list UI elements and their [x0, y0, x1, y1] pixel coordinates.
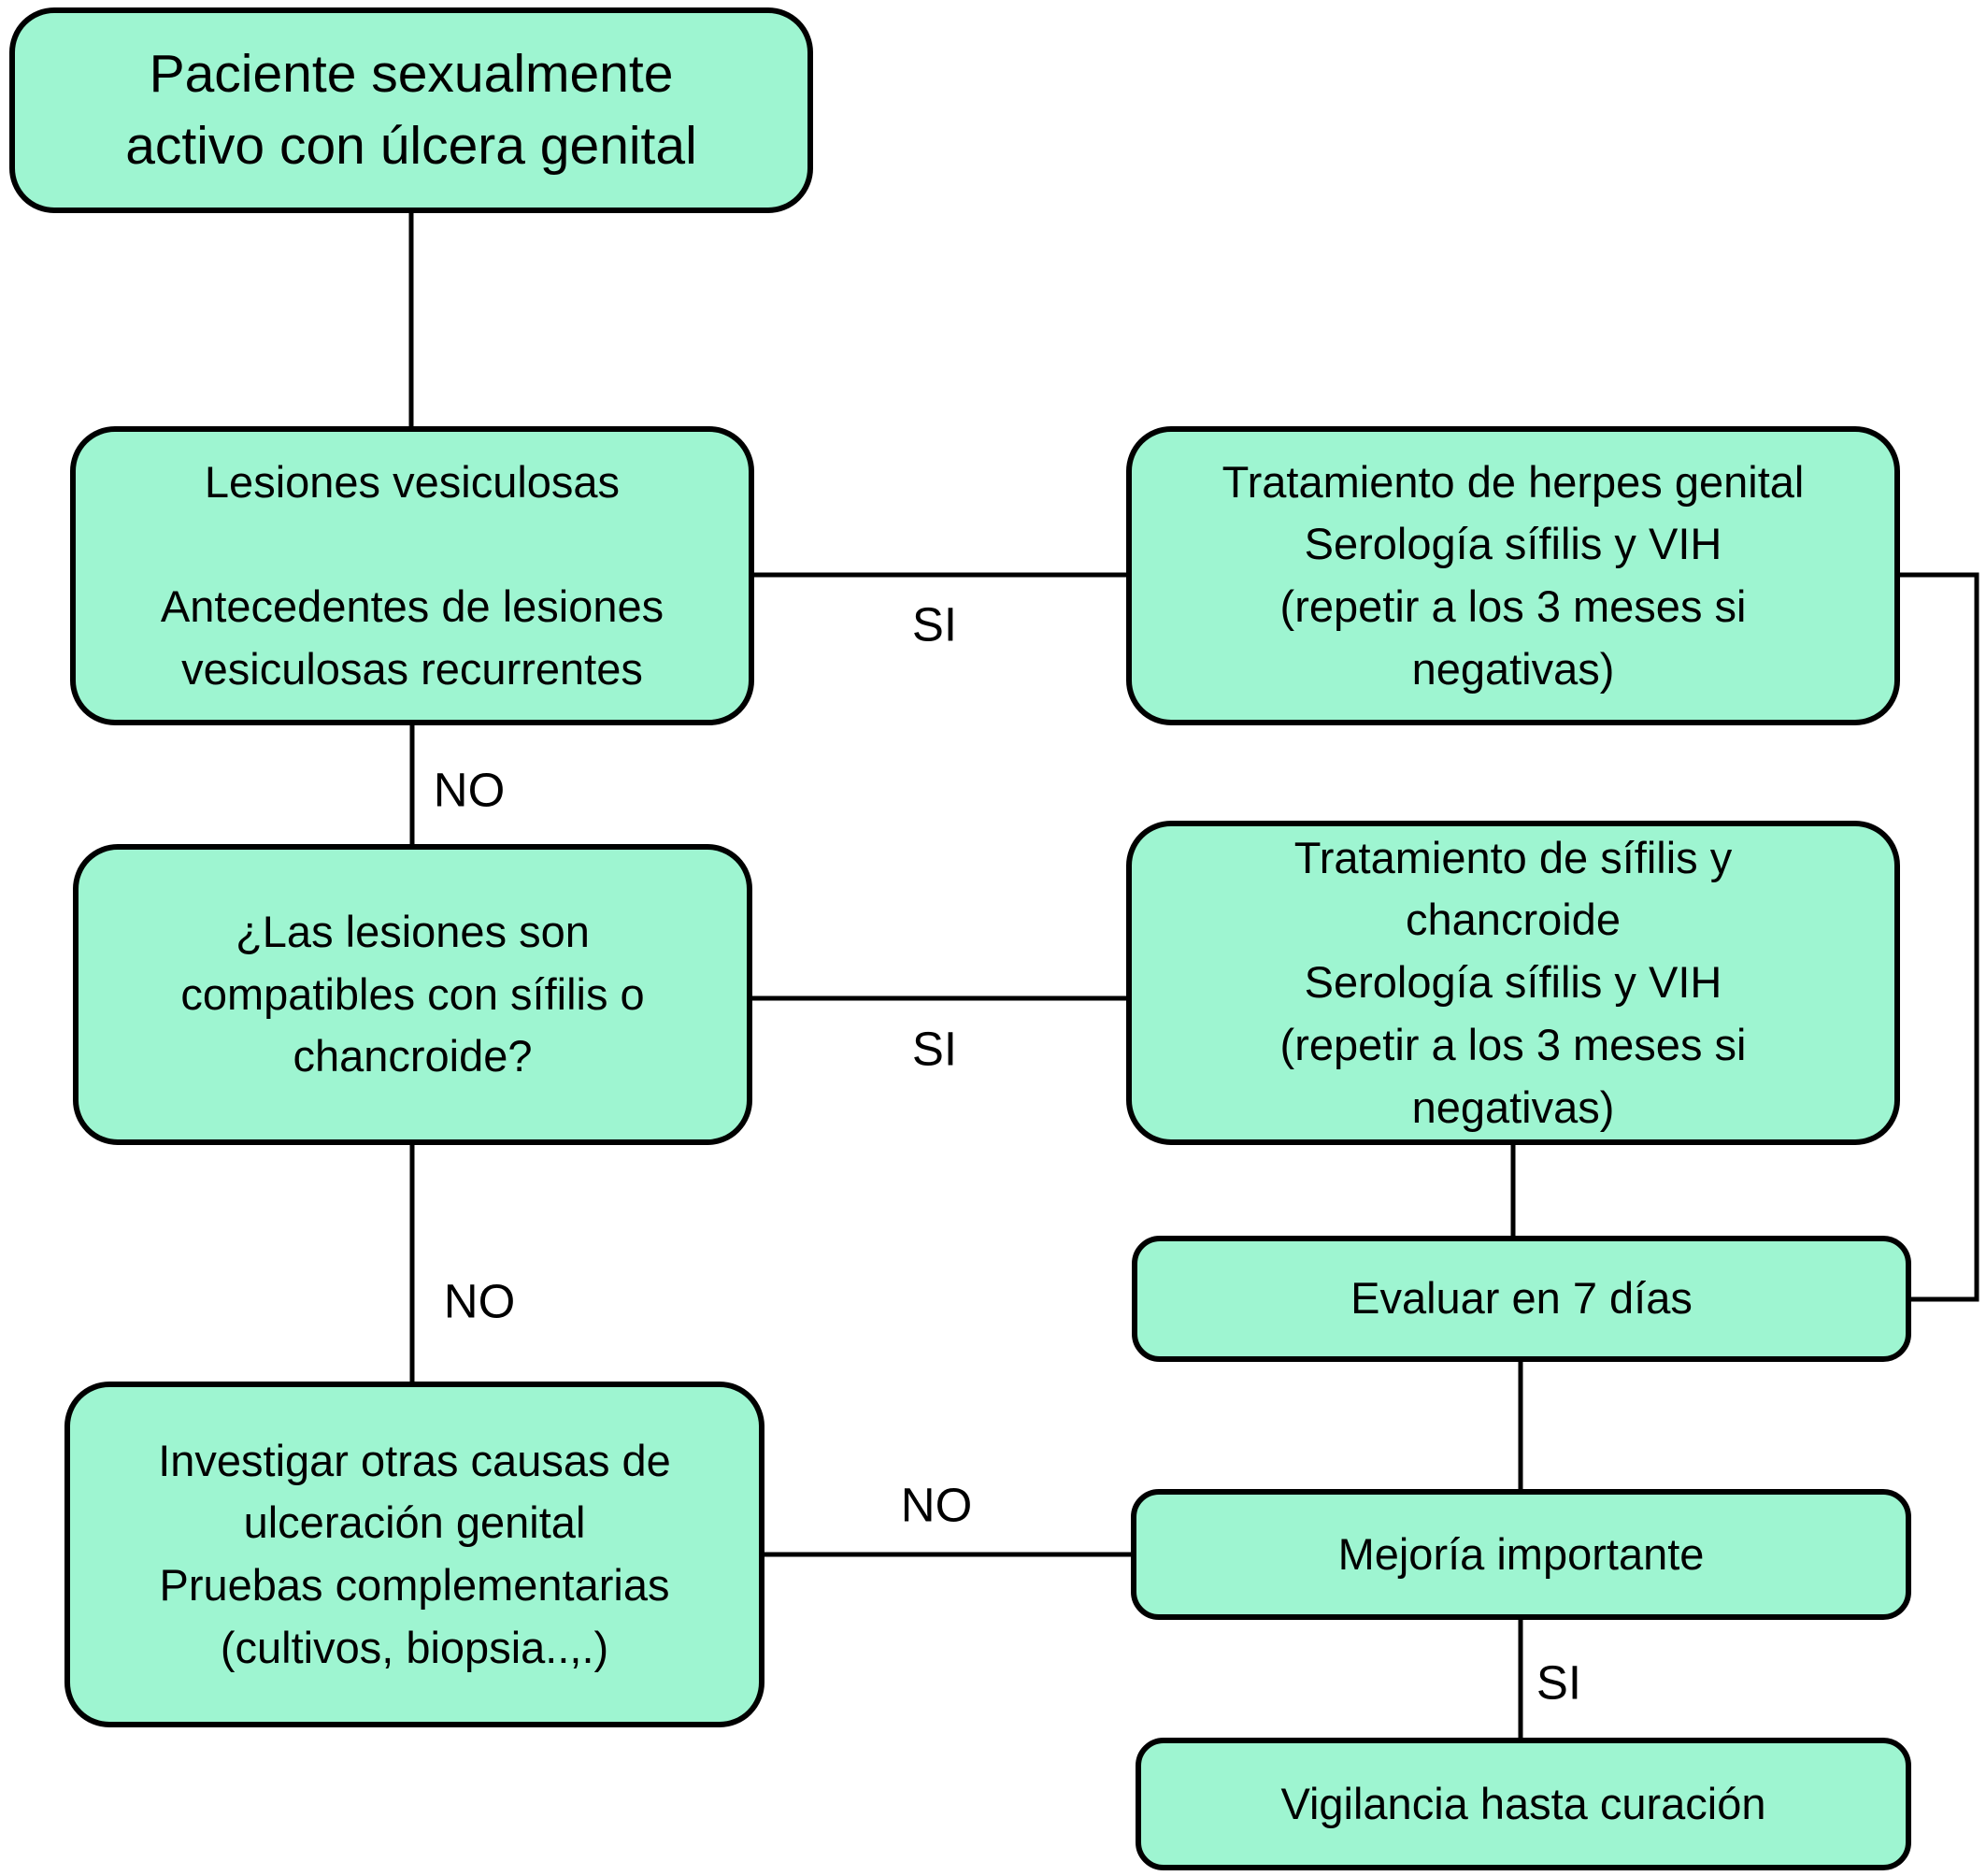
- node-syphilis-treatment: Tratamiento de sífilis y chancroide Sero…: [1126, 821, 1900, 1145]
- edge-label-syphilis-no: NO: [443, 1274, 516, 1328]
- edge-label-improvement-yes: SI: [1536, 1655, 1582, 1710]
- edge-label-vesicular-yes: SI: [911, 597, 958, 652]
- edge-label-syphilis-yes: SI: [911, 1022, 958, 1076]
- node-syphilis-question: ¿Las lesiones son compatibles con sífili…: [73, 844, 752, 1145]
- edge-label-vesicular-no: NO: [433, 763, 506, 817]
- edge-herpes-evaluate-loop: [1898, 572, 1979, 1302]
- edge-label-improvement-no: NO: [900, 1478, 973, 1532]
- node-investigate: Investigar otras causas de ulceración ge…: [64, 1382, 764, 1727]
- node-vesicular-lesions: Lesiones vesiculosas Antecedentes de les…: [70, 426, 754, 725]
- node-surveillance: Vigilancia hasta curación: [1136, 1738, 1911, 1870]
- node-evaluate: Evaluar en 7 días: [1132, 1236, 1911, 1362]
- node-herpes-treatment: Tratamiento de herpes genital Serología …: [1126, 426, 1900, 725]
- node-improvement: Mejoría importante: [1131, 1489, 1911, 1620]
- node-patient: Paciente sexualmente activo con úlcera g…: [9, 7, 813, 213]
